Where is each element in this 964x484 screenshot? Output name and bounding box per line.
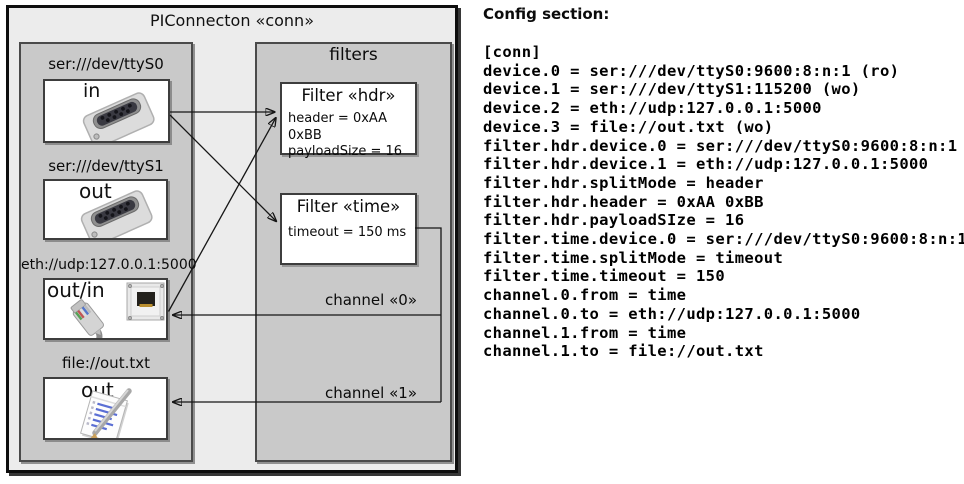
ethernet-cable-plug-icon xyxy=(70,299,105,338)
config-line: filter.hdr.header = 0xAA 0xBB xyxy=(483,192,764,211)
filter-hdr-title: Filter «hdr» xyxy=(301,86,396,105)
config-line: filter.time.splitMode = timeout xyxy=(483,248,784,267)
filter-hdr-attributes: header = 0xAA 0xBB payloadSize = 16 xyxy=(288,111,415,161)
device-box-ser-ttys1: out xyxy=(43,179,168,240)
config-line: device.0 = ser:///dev/ttyS0:9600:8:n:1 (… xyxy=(483,61,900,80)
frame-title: PIConnecton «conn» xyxy=(150,11,314,30)
device-box-eth: out/in xyxy=(43,278,168,340)
config-line: filter.hdr.device.0 = ser:///dev/ttyS0:9… xyxy=(483,136,958,155)
config-line: channel.0.to = eth://udp:127.0.0.1:5000 xyxy=(483,304,861,323)
config-line: device.2 = eth://udp:127.0.0.1:5000 xyxy=(483,99,822,118)
notepad-pencil-icon xyxy=(80,388,132,438)
config-line: channel.1.from = time xyxy=(483,323,687,342)
devices-panel: ser:///dev/ttyS0 in xyxy=(19,42,197,462)
device-label-ser-ttys1: ser:///dev/ttyS1 xyxy=(48,157,164,175)
device-box-ser-ttys0: in xyxy=(43,79,170,143)
filter-time-title: Filter «time» xyxy=(296,197,401,216)
config-line: filter.time.timeout = 150 xyxy=(483,267,726,286)
config-line: filter.time.device.0 = ser:///dev/ttyS0:… xyxy=(483,230,964,249)
config-line: channel.0.from = time xyxy=(483,286,687,305)
config-heading: Config section: xyxy=(483,5,610,23)
ethernet-jack-icon xyxy=(126,282,165,321)
filters-panel: filters Filter «hdr» header = 0xAA 0xBB … xyxy=(255,42,452,462)
db9-serial-connector-icon xyxy=(80,190,153,238)
config-line: filter.hdr.device.1 = eth://udp:127.0.0.… xyxy=(483,155,929,174)
device-label-file: file://out.txt xyxy=(62,354,150,372)
channel-0-label: channel «0» xyxy=(324,291,417,309)
filter-attr: timeout = 150 ms xyxy=(288,225,407,240)
device-box-file: out xyxy=(43,377,168,440)
filters-panel-title: filters xyxy=(329,45,378,65)
config-line: filter.hdr.payloadSIze = 16 xyxy=(483,211,745,230)
config-line: channel.1.to = file://out.txt xyxy=(483,342,764,361)
config-line: device.1 = ser:///dev/ttyS1:115200 (wo) xyxy=(483,80,861,99)
device-label-ser-ttys0: ser:///dev/ttyS0 xyxy=(48,55,164,73)
piconnecton-frame: PIConnecton «conn» ser:///dev/ttyS0 in xyxy=(6,5,458,473)
filter-hdr-box: Filter «hdr» header = 0xAA 0xBB payloadS… xyxy=(280,82,417,159)
channel-1-label: channel «1» xyxy=(324,384,417,402)
device-direction: in xyxy=(83,80,101,102)
device-direction: out/in xyxy=(47,278,105,302)
filter-time-box: Filter «time» timeout = 150 ms xyxy=(280,193,417,265)
config-line: filter.hdr.splitMode = header xyxy=(483,173,764,192)
device-label-eth: eth://udp:127.0.0.1:5000 xyxy=(21,257,197,273)
config-line: device.3 = file://out.txt (wo) xyxy=(483,117,774,136)
config-section: Config section: [conn] device.0 = ser://… xyxy=(483,5,964,361)
filter-attr: payloadSize = 16 xyxy=(288,144,403,159)
db9-serial-connector-icon xyxy=(82,92,155,141)
filter-attr: header = 0xAA 0xBB xyxy=(288,111,388,143)
device-direction: out xyxy=(79,179,112,203)
config-lines: [conn] device.0 = ser:///dev/ttyS0:9600:… xyxy=(483,43,964,361)
config-line: [conn] xyxy=(483,43,542,61)
filter-time-attributes: timeout = 150 ms xyxy=(288,225,406,242)
